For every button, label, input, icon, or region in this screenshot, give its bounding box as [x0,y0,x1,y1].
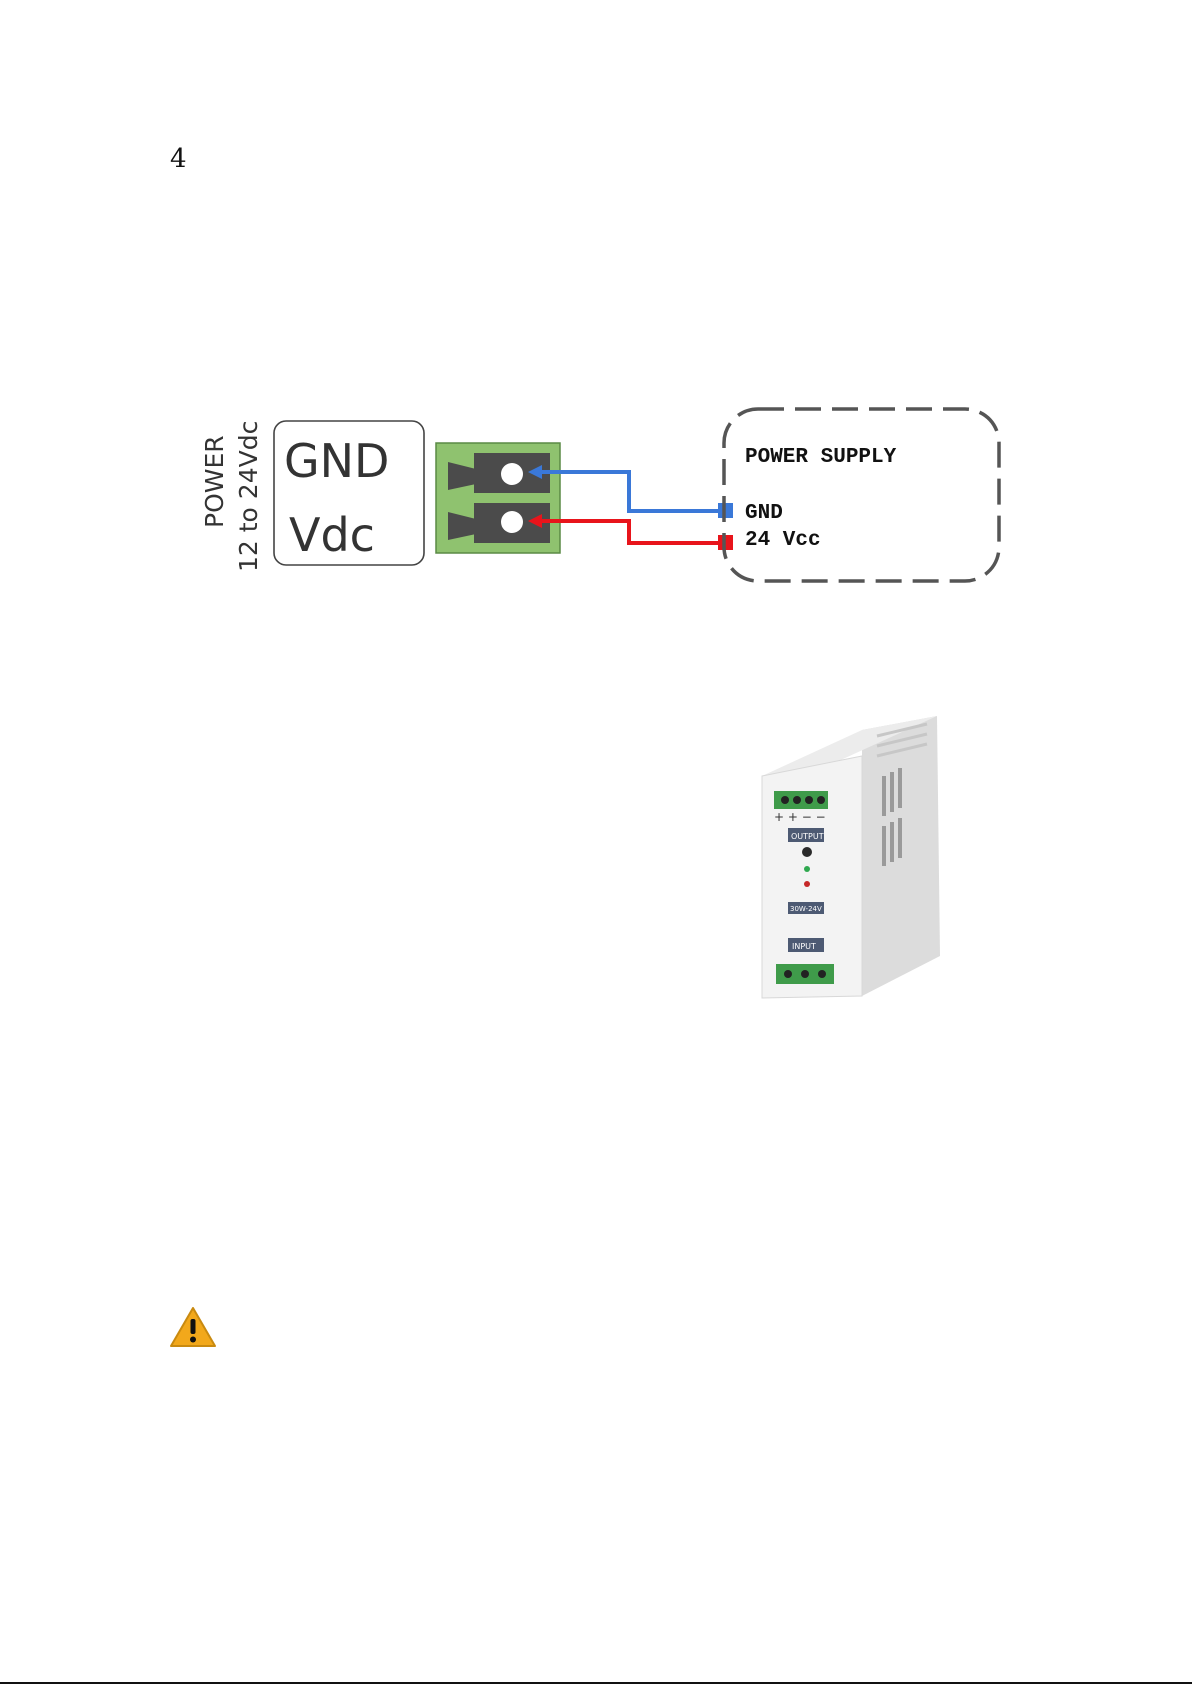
photo-output-label: OUTPUT [791,832,824,841]
warning-icon [169,1306,217,1348]
power-label-line2: 12 to 24Vdc [234,421,263,572]
terminal-vdc-label: Vdc [289,508,375,562]
power-supply-vcc-label: 24 Vcc [745,529,821,552]
power-voltage-label: POWER [200,435,229,528]
power-supply-box [724,409,999,581]
terminal-gnd-label: GND [284,434,389,488]
page-bottom-rule [0,1682,1192,1684]
photo-model-label: 30W-24V [790,905,822,913]
power-label-line1: POWER [200,435,229,528]
power-supply-gnd-label: GND [745,502,783,525]
power-supply-photo: + + − − OUTPUT 30W-24V INPUT [752,716,952,1001]
svg-text:+ + − −: + + − − [774,810,826,824]
photo-input-label: INPUT [792,942,816,951]
power-supply-title: POWER SUPPLY [745,446,897,469]
